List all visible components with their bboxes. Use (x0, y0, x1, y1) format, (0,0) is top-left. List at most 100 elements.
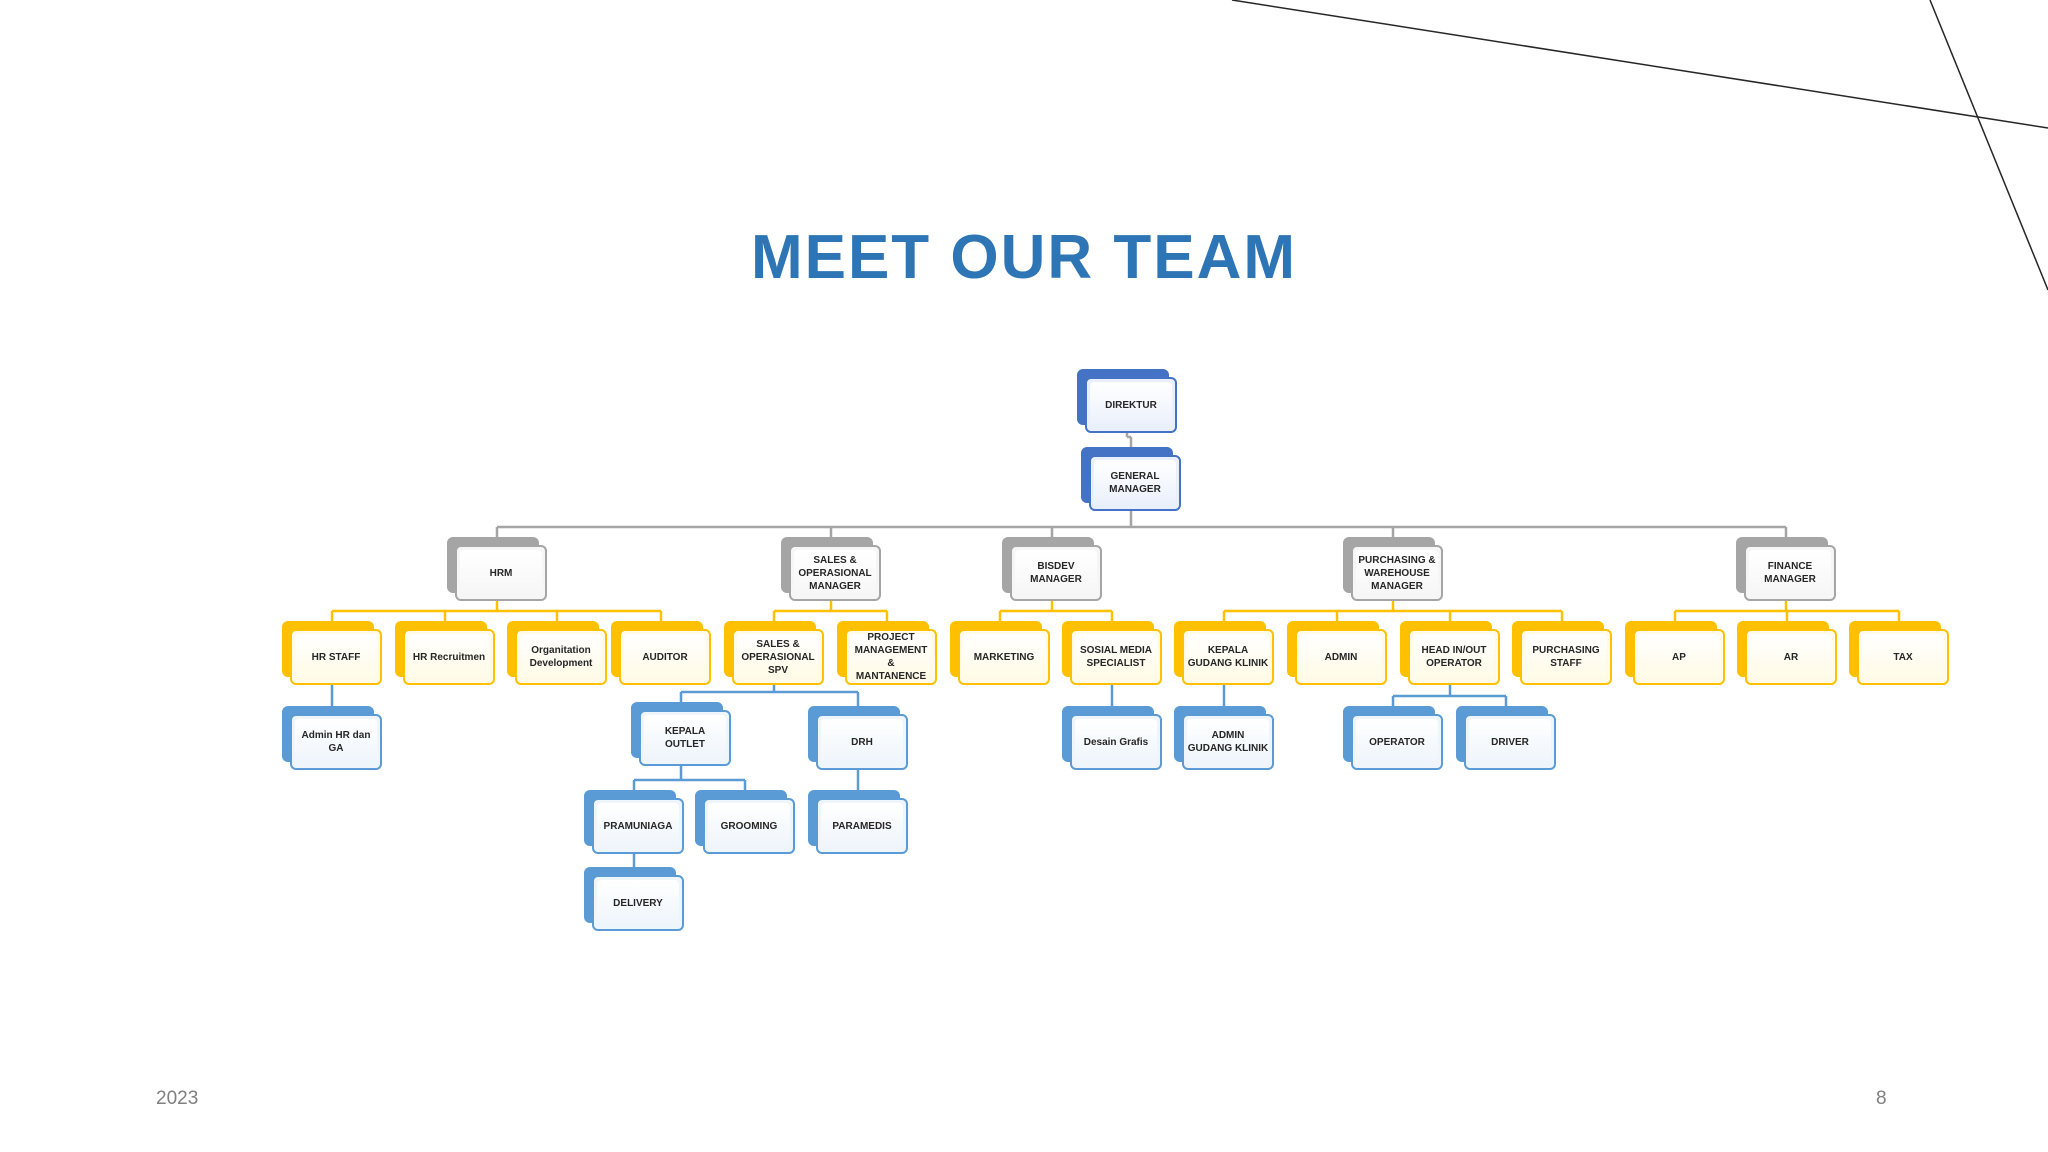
org-node-box: PARAMEDIS (816, 798, 908, 854)
org-node-box: MARKETING (958, 629, 1050, 685)
org-node-box: AR (1745, 629, 1837, 685)
org-node-box: DIREKTUR (1085, 377, 1177, 433)
org-node-box: HRM (455, 545, 547, 601)
org-node-ar: AR (1737, 621, 1837, 685)
org-node-label: OPERATOR (1369, 736, 1425, 748)
org-node-auditor: AUDITOR (611, 621, 711, 685)
org-node-box: HR STAFF (290, 629, 382, 685)
org-node-label: KEPALA OUTLET (664, 726, 706, 750)
org-node-driver: DRIVER (1456, 706, 1556, 770)
org-node-direktur: DIREKTUR (1077, 369, 1177, 433)
org-node-label: HRM (489, 567, 513, 579)
org-node-label: PRAMUNIAGA (603, 820, 673, 832)
org-node-box: TAX (1857, 629, 1949, 685)
org-node-kepala-outlet: KEPALA OUTLET (631, 702, 731, 766)
org-node-label: DRIVER (1491, 736, 1529, 748)
page-number: 8 (1876, 1088, 1887, 1109)
org-node-ap: AP (1625, 621, 1725, 685)
org-node-delivery: DELIVERY (584, 867, 684, 931)
org-node-label: DELIVERY (613, 897, 663, 909)
org-node-label: DRH (851, 736, 873, 748)
org-node-box: OPERATOR (1351, 714, 1443, 770)
org-node-box: DRIVER (1464, 714, 1556, 770)
org-node-desain-grafis: Desain Grafis (1062, 706, 1162, 770)
org-node-label: DIREKTUR (1105, 399, 1157, 411)
org-node-tax: TAX (1849, 621, 1949, 685)
org-node-hr-recruitmen: HR Recruitmen (395, 621, 495, 685)
org-node-hr-staff: HR STAFF (282, 621, 382, 685)
org-node-box: HR Recruitmen (403, 629, 495, 685)
org-node-marketing: MARKETING (950, 621, 1050, 685)
slide-title: MEET OUR TEAM (750, 223, 1298, 292)
org-node-label: MARKETING (973, 651, 1035, 663)
org-node-box: ADMIN (1295, 629, 1387, 685)
org-node-label: GROOMING (720, 820, 778, 832)
org-node-label: Desain Grafis (1083, 736, 1149, 748)
org-node-pramuniaga: PRAMUNIAGA (584, 790, 684, 854)
org-node-operator: OPERATOR (1343, 706, 1443, 770)
org-node-box: Desain Grafis (1070, 714, 1162, 770)
org-node-box: PRAMUNIAGA (592, 798, 684, 854)
org-node-box: GROOMING (703, 798, 795, 854)
org-node-label: AP (1672, 651, 1686, 663)
org-node-hrm: HRM (447, 537, 547, 601)
org-node-box: DELIVERY (592, 875, 684, 931)
org-node-label: ADMIN (1324, 651, 1358, 663)
org-node-box: AUDITOR (619, 629, 711, 685)
org-node-label: AUDITOR (642, 651, 688, 663)
org-node-paramedis: PARAMEDIS (808, 790, 908, 854)
footer-year: 2023 (156, 1088, 199, 1109)
org-node-box: DRH (816, 714, 908, 770)
org-node-box: AP (1633, 629, 1725, 685)
org-node-admin: ADMIN (1287, 621, 1387, 685)
org-node-label: TAX (1893, 651, 1913, 663)
org-node-label: AR (1783, 651, 1799, 663)
org-node-box: KEPALA OUTLET (639, 710, 731, 766)
org-node-label: HR Recruitmen (412, 651, 486, 663)
org-node-drh: DRH (808, 706, 908, 770)
